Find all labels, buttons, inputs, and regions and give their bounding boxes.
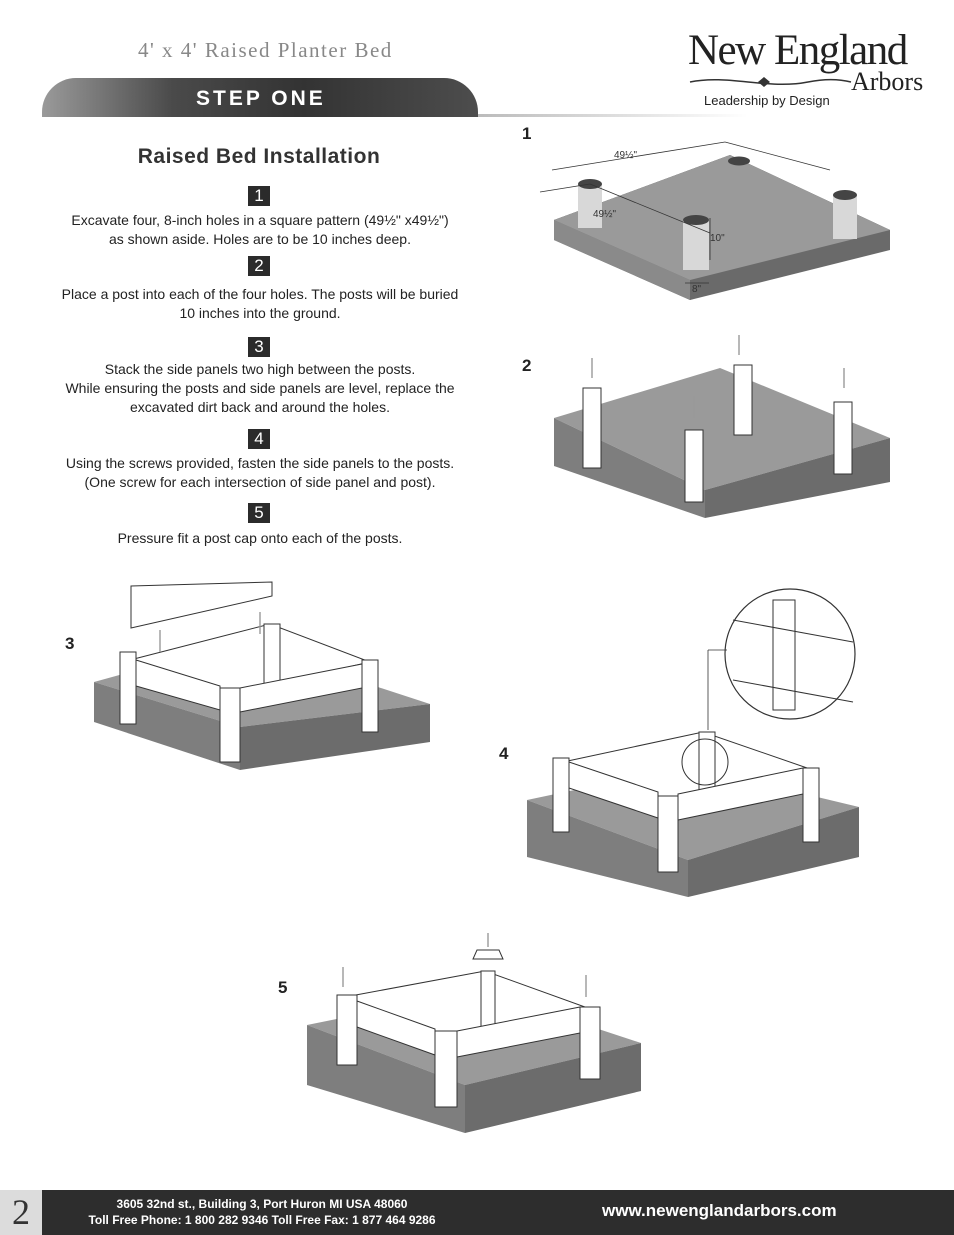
figure-label-5: 5: [278, 978, 288, 997]
document-title: 4' x 4' Raised Planter Bed: [138, 38, 393, 62]
logo-flourish-icon: [689, 77, 852, 87]
dim-width: 49½": [614, 150, 637, 161]
brand-logo: New England Arbors: [688, 28, 938, 108]
figure-1-holes-diagram: 49½" 49½" 10" 8": [539, 141, 890, 300]
section-heading: Raised Bed Installation: [137, 145, 381, 168]
step-banner: STEP ONE: [42, 78, 478, 117]
step-1-line: Excavate four, 8-inch holes in a square …: [71, 212, 449, 228]
brand-name: New England: [688, 27, 908, 74]
figure-3-panels-diagram: [94, 581, 430, 770]
figure-4-fasten-diagram: [527, 588, 859, 897]
step-4-line: (One screw for each intersection of side…: [84, 474, 436, 490]
footer-phone: Toll Free Phone: 1 800 282 9346 Toll Fre…: [88, 1213, 436, 1227]
step-3-line: While ensuring the posts and side panels…: [65, 380, 455, 396]
step-number-3: 3: [248, 337, 270, 357]
step-2-line: Place a post into each of the four holes…: [61, 286, 459, 302]
step-number-4: 4: [248, 429, 270, 449]
figure-label-3: 3: [65, 634, 75, 653]
header-rule: [478, 114, 748, 117]
hole-marks: [578, 156, 857, 270]
dim-hole-depth: 10": [710, 233, 725, 244]
figure-2-posts-diagram: [554, 335, 890, 518]
step-text-1: Excavate four, 8-inch holes in a square …: [42, 211, 478, 249]
step-number-5: 5: [248, 503, 270, 523]
footer-address: 3605 32nd st., Building 3, Port Huron MI…: [116, 1197, 408, 1211]
step-text-2: Place a post into each of the four holes…: [42, 285, 478, 323]
step-text-3: Stack the side panels two high between t…: [42, 360, 478, 417]
tagline: Leadership by Design: [704, 93, 830, 108]
brand-sub: Arbors: [851, 67, 924, 96]
step-3-line: Stack the side panels two high between t…: [104, 361, 416, 377]
step-banner-label: STEP ONE: [196, 87, 326, 110]
step-3-line: excavated dirt back and around the holes…: [130, 399, 390, 415]
figure-5-caps-diagram: [307, 933, 641, 1133]
page-number: 2: [0, 1190, 42, 1235]
figure-label-2: 2: [522, 356, 532, 375]
dim-hole-diameter: 8": [692, 284, 702, 295]
footer: 2 3605 32nd st., Building 3, Port Huron …: [0, 1190, 954, 1235]
step-number-2: 2: [248, 256, 270, 276]
step-4-line: Using the screws provided, fasten the si…: [65, 455, 455, 471]
figure-label-1: 1: [522, 124, 532, 143]
dim-depth: 49½": [593, 209, 616, 220]
step-2-line: 10 inches into the ground.: [179, 305, 341, 321]
step-1-line: as shown aside. Holes are to be 10 inche…: [109, 231, 411, 247]
step-5-line: Pressure fit a post cap onto each of the…: [117, 530, 403, 546]
figure-label-4: 4: [499, 744, 509, 763]
step-number-1: 1: [248, 186, 270, 206]
website-link[interactable]: www.newenglandarbors.com: [602, 1201, 837, 1220]
footer-address-block: 3605 32nd st., Building 3, Port Huron MI…: [42, 1196, 482, 1228]
step-text-4: Using the screws provided, fasten the si…: [42, 454, 478, 492]
step-text-5: Pressure fit a post cap onto each of the…: [42, 529, 478, 548]
